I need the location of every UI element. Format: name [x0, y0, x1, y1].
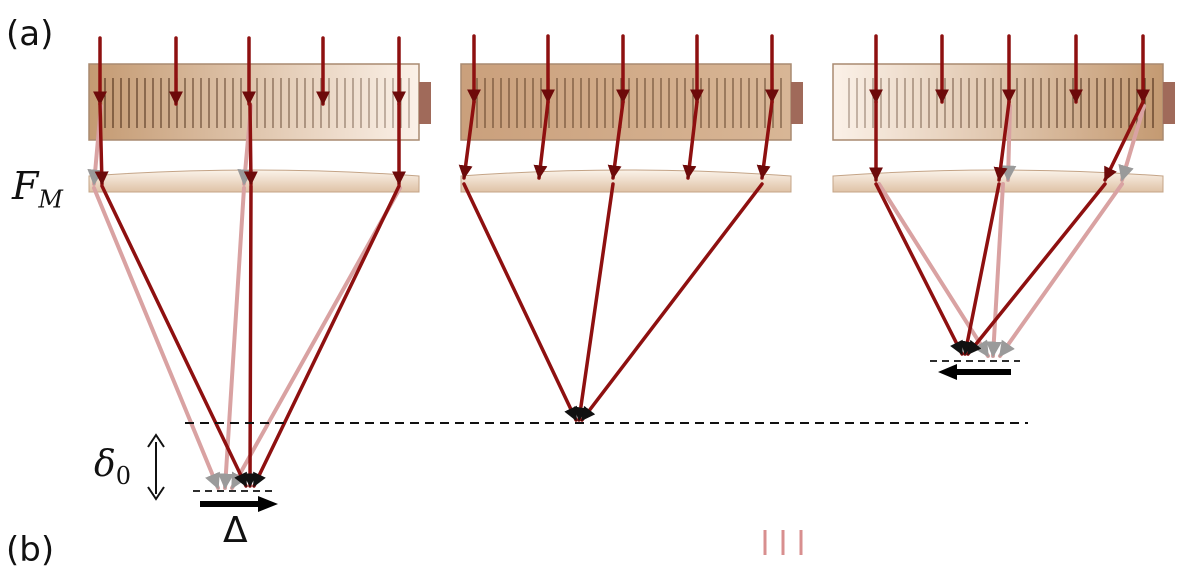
- shift-label: Δ: [223, 510, 248, 551]
- rays: [87, 34, 1150, 490]
- deflected-ray: [993, 100, 1011, 182]
- faint-ray: [217, 186, 246, 490]
- panel-label-b: (b): [6, 530, 55, 570]
- focused-ray: [960, 182, 1001, 356]
- deflected-ray: [1103, 100, 1145, 182]
- faint-ray: [92, 186, 220, 490]
- deflected-ray: [458, 100, 476, 180]
- faint-ray: [877, 182, 990, 358]
- deflected-ray: [94, 102, 109, 186]
- focused-ray: [573, 182, 615, 422]
- focused-ray: [252, 184, 401, 488]
- deflected-ray: [533, 100, 550, 180]
- focused-ray: [243, 184, 258, 488]
- shift-arrow-left-icon: [938, 364, 1011, 380]
- lens-left: [88, 169, 420, 193]
- slm-panel-right: [832, 63, 1175, 141]
- deflected-ray: [607, 100, 625, 180]
- slm-pixel-lines: [104, 78, 1154, 128]
- panel-label-a: (a): [6, 14, 54, 54]
- deflected-ray: [243, 102, 258, 186]
- double-arrow-icon: [147, 433, 165, 501]
- slm-panel-middle: [460, 63, 803, 141]
- shift-arrow-icon: [200, 496, 278, 512]
- faint-ray: [1118, 104, 1146, 182]
- focused-ray: [580, 182, 764, 422]
- fm-sub: M: [38, 185, 63, 214]
- focused-ray: [462, 182, 578, 422]
- delta0-main: δ: [94, 444, 116, 485]
- faint-ray: [985, 182, 1005, 358]
- faint-ray: [998, 182, 1124, 358]
- focused-ray: [874, 182, 964, 356]
- focal-length-label: FM: [12, 164, 63, 214]
- slm-panel-left: [88, 63, 431, 141]
- lens-middle: [460, 169, 792, 193]
- delta0-sub: 0: [115, 462, 131, 491]
- beam-steering-diagram: [87, 34, 1175, 555]
- deflected-ray: [756, 100, 774, 180]
- fm-main: F: [12, 164, 39, 208]
- faint-ray: [1000, 104, 1017, 182]
- panel-b-bars: [763, 530, 803, 555]
- delta0-label: δ0: [94, 444, 131, 490]
- focused-ray: [100, 184, 248, 488]
- deflected-ray: [682, 100, 699, 180]
- focused-ray: [966, 182, 1107, 356]
